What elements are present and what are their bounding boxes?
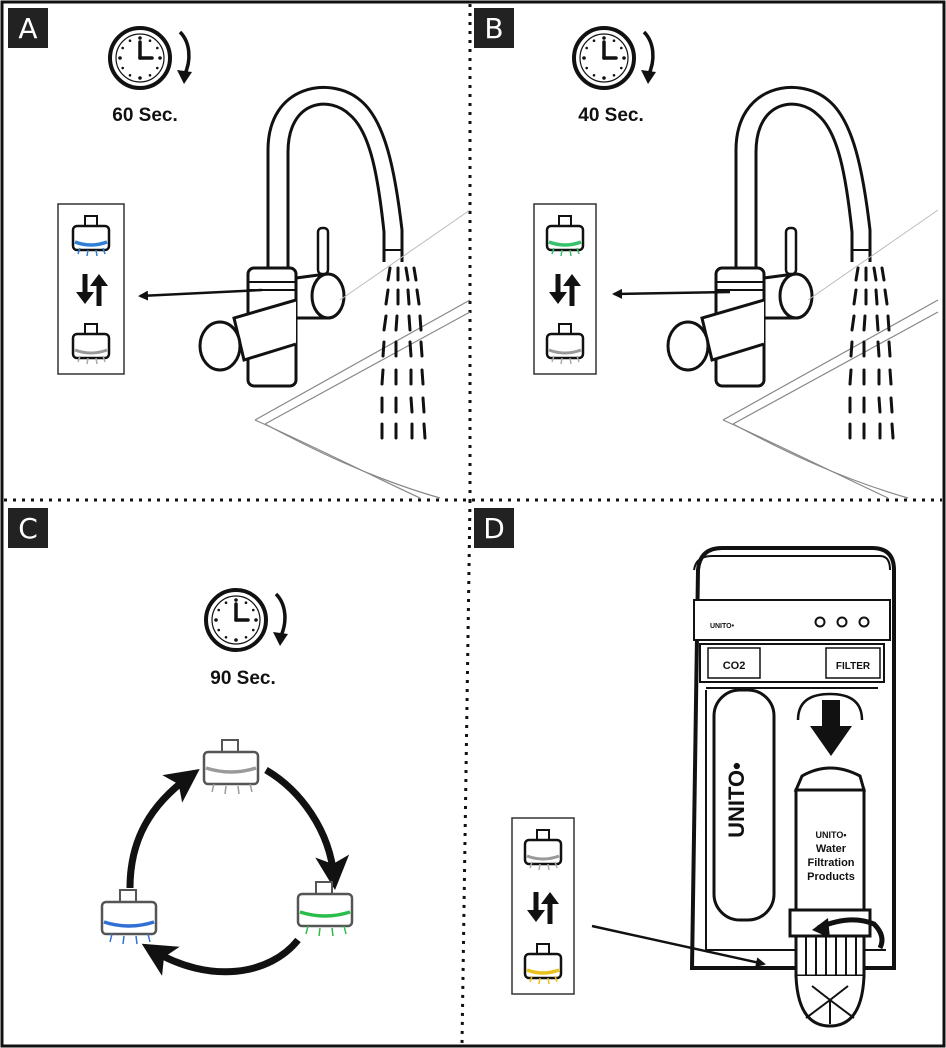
panel-c-time: 90 Sec. xyxy=(210,668,276,689)
tap-ring-green xyxy=(296,881,354,937)
indicator-dot xyxy=(814,616,826,628)
unit-brand-small: UNITO• xyxy=(710,623,735,630)
co2-cylinder xyxy=(712,688,776,922)
rotate-arrow-icon xyxy=(271,592,290,648)
tap-ring-unlit xyxy=(71,322,111,365)
tap-ring-lit xyxy=(71,214,111,257)
panel-b-letter: B xyxy=(484,12,503,45)
panel-a-badge xyxy=(8,8,48,48)
rotate-arrow-icon xyxy=(175,30,194,86)
panel-a-time: 60 Sec. xyxy=(112,105,178,126)
tap-ring-grey xyxy=(202,739,260,795)
swap-arrows-icon xyxy=(549,274,581,306)
panel-c-letter: C xyxy=(18,512,38,545)
clock-icon xyxy=(572,26,636,90)
led-glow xyxy=(74,240,108,247)
indicator-dot xyxy=(836,616,848,628)
cartridge-line-2: Filtration xyxy=(807,857,854,869)
twist-arrow xyxy=(816,917,885,950)
rotate-arrow-icon xyxy=(639,30,658,86)
panel-c: C 90 Sec. xyxy=(8,508,354,976)
cylinder-brand: UNITO• xyxy=(724,762,749,838)
led-glow xyxy=(548,240,582,247)
panel-a: A 60 Sec. xyxy=(8,8,472,500)
cartridge-brand: UNITO• xyxy=(816,830,847,840)
filtration-unit: UNITO• CO2 FILTER UNITO• UNITO xyxy=(689,546,896,1028)
cycle-arrow xyxy=(141,937,301,976)
panel-c-badge xyxy=(8,508,48,548)
cartridge-line-3: Products xyxy=(807,871,855,883)
tap-ring-unlit xyxy=(523,828,563,871)
swap-arrows-icon xyxy=(527,892,559,924)
cycle-arrow xyxy=(126,768,200,889)
insert-arrow xyxy=(822,700,840,728)
panel-b-time: 40 Sec. xyxy=(578,105,644,126)
tap-ring-lit xyxy=(523,942,563,985)
tap-ring-blue xyxy=(100,889,158,945)
panel-d-letter: D xyxy=(483,512,505,545)
clock-icon xyxy=(204,588,268,652)
indicator-dot xyxy=(858,616,870,628)
pointer-arrow xyxy=(138,288,263,301)
divider-bottom xyxy=(460,499,472,1045)
led-rays xyxy=(551,247,580,257)
swap-arrows-icon xyxy=(76,274,108,306)
pointer-arrow xyxy=(591,924,766,968)
tap-ring-unlit xyxy=(545,322,585,365)
cartridge-line-1: Water xyxy=(816,843,847,855)
panel-d: D UNITO• CO2 FILTER UNITO• xyxy=(474,508,896,1028)
filter-cartridge: UNITO• Water Filtration Products xyxy=(788,766,872,1028)
panel-d-badge xyxy=(474,508,514,548)
faucet-illustration xyxy=(198,85,472,500)
co2-label: CO2 xyxy=(723,660,746,672)
tap-ring-lit xyxy=(545,214,585,257)
led-rays xyxy=(529,975,558,985)
panel-a-letter: A xyxy=(18,12,37,45)
led-rays xyxy=(77,247,106,257)
panel-b: B 40 Sec. xyxy=(474,8,940,500)
led-glow xyxy=(526,968,560,975)
clock-icon xyxy=(108,26,172,90)
filter-label: FILTER xyxy=(836,661,871,672)
panel-b-badge xyxy=(474,8,514,48)
pointer-arrow xyxy=(612,288,731,299)
cycle-arrow xyxy=(264,766,350,890)
